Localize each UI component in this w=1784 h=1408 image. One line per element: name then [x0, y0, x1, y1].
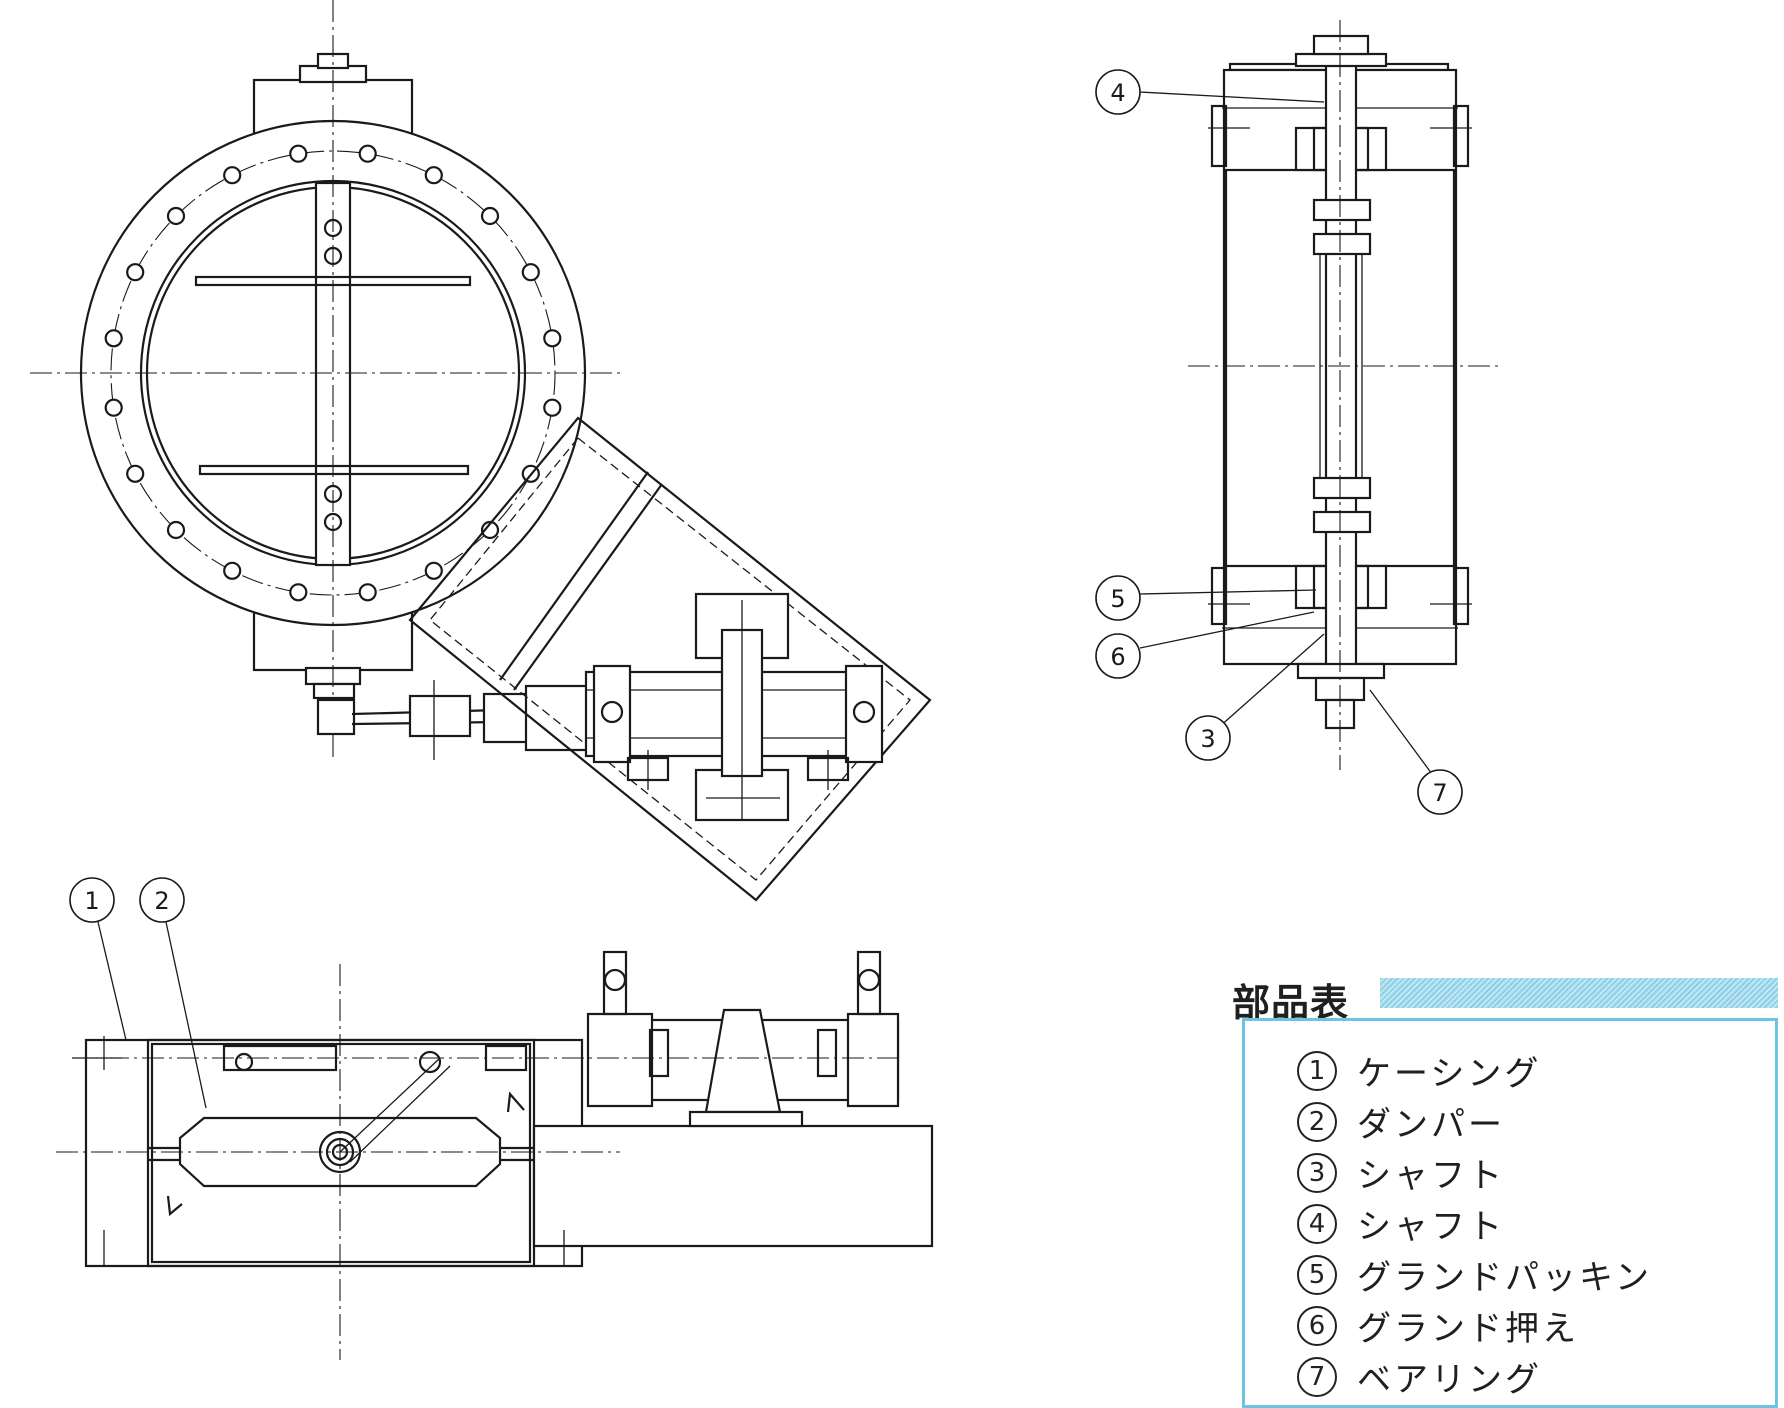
- part-row: 7 ベアリング: [1297, 1351, 1775, 1402]
- bolt-hole: [166, 520, 186, 540]
- callout-2: 2: [139, 877, 185, 923]
- bolt-hole: [480, 520, 500, 540]
- svg-text:1: 1: [84, 887, 99, 915]
- part-name: ケーシング: [1357, 1054, 1542, 1094]
- part-name: グランド押え: [1357, 1309, 1579, 1349]
- parts-table-title: 部品表: [1232, 981, 1350, 1025]
- parts-list: 1 ケーシング 2 ダンパー 3 シャフト 4 シャフト 5 グランドパッキン …: [1245, 1021, 1775, 1402]
- bolt-hole: [358, 144, 377, 163]
- svg-text:7: 7: [1432, 779, 1447, 807]
- part-number: 5: [1297, 1254, 1337, 1295]
- bolt-hole: [223, 166, 242, 185]
- part-number: 2: [1297, 1101, 1337, 1142]
- part-row: 2 ダンパー: [1297, 1096, 1775, 1147]
- part-row: 4 シャフト: [1297, 1198, 1775, 1249]
- bolt-hole: [126, 263, 145, 282]
- part-row: 3 シャフト: [1297, 1147, 1775, 1198]
- part-row: 1 ケーシング: [1297, 1045, 1775, 1096]
- part-name: シャフト: [1357, 1207, 1505, 1247]
- part-number: 7: [1297, 1356, 1337, 1397]
- bolt-hole: [104, 329, 123, 348]
- callout-6: 6: [1095, 633, 1141, 679]
- part-name: ベアリング: [1357, 1360, 1542, 1400]
- part-name: ダンパー: [1357, 1105, 1505, 1145]
- part-number: 3: [1297, 1152, 1337, 1193]
- svg-text:6: 6: [1110, 643, 1125, 671]
- part-number: 6: [1297, 1305, 1337, 1346]
- part-number: 1: [1297, 1050, 1337, 1091]
- part-name: グランドパッキン: [1357, 1258, 1652, 1298]
- bolt-hole: [521, 263, 540, 282]
- front-view: [30, 0, 620, 760]
- bolt-hole: [480, 206, 500, 226]
- bolt-hole: [543, 329, 562, 348]
- actuator-bracket: [408, 416, 932, 902]
- svg-text:2: 2: [154, 887, 169, 915]
- callout-3: 3: [1185, 715, 1231, 761]
- callout-7: 7: [1417, 769, 1463, 815]
- part-name: シャフト: [1357, 1156, 1505, 1196]
- part-row: 6 グランド押え: [1297, 1300, 1775, 1351]
- bolt-hole: [358, 583, 377, 602]
- callout-4: 4: [1095, 69, 1141, 115]
- bolt-hole: [289, 144, 308, 163]
- bolt-hole: [126, 464, 145, 483]
- bolt-hole: [104, 398, 123, 417]
- parts-table-header: 部品表: [1232, 968, 1782, 1025]
- part-number: 4: [1297, 1203, 1337, 1244]
- svg-text:3: 3: [1200, 725, 1215, 753]
- bolt-hole: [166, 206, 186, 226]
- parts-table: 1 ケーシング 2 ダンパー 3 シャフト 4 シャフト 5 グランドパッキン …: [1242, 1018, 1778, 1408]
- bolt-hole: [289, 583, 308, 602]
- callout-1: 1: [69, 877, 115, 923]
- header-decor-bar: [1380, 978, 1778, 1008]
- bolt-hole: [424, 561, 443, 580]
- top-view: [56, 950, 934, 1360]
- svg-text:4: 4: [1110, 79, 1125, 107]
- callout-5: 5: [1095, 575, 1141, 621]
- svg-text:5: 5: [1110, 585, 1125, 613]
- bolt-hole: [543, 398, 562, 417]
- side-view: [1188, 20, 1498, 770]
- bolt-hole: [223, 561, 242, 580]
- bolt-hole: [424, 166, 443, 185]
- part-row: 5 グランドパッキン: [1297, 1249, 1775, 1300]
- callout-leaders: [97, 91, 1433, 1109]
